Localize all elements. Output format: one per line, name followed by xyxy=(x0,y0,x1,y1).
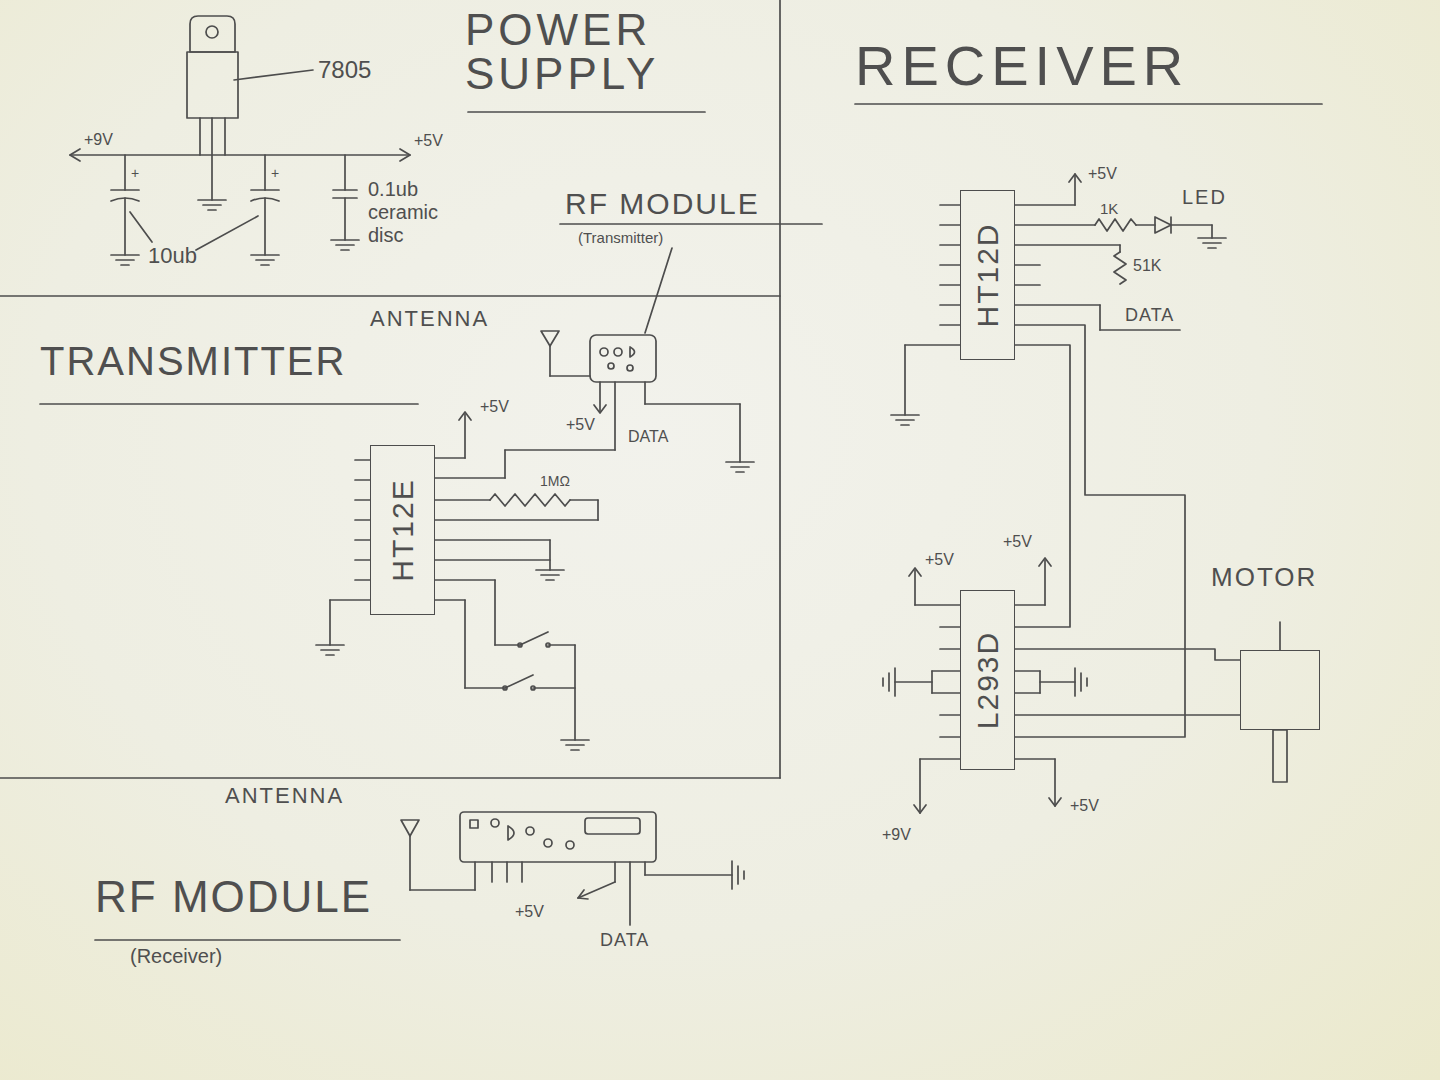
rf-transmitter-module xyxy=(541,248,754,472)
voltage-label: +5V xyxy=(480,398,509,416)
voltage-label: +5V xyxy=(566,416,595,434)
encoder-ic: HT12E xyxy=(370,445,435,615)
voltage-label: +5V xyxy=(1070,797,1099,815)
polarity-mark: + xyxy=(131,165,139,181)
switch-symbol xyxy=(505,675,533,688)
voltage-label: +9V xyxy=(84,131,113,149)
module-label: (Receiver) xyxy=(130,945,222,968)
capacitor-value: 10ub xyxy=(148,243,197,268)
decoder-wiring xyxy=(891,174,1226,425)
motor-shaft xyxy=(1273,622,1287,782)
voltage-label: +5V xyxy=(1003,533,1032,551)
resistor-value: 1MΩ xyxy=(540,473,570,489)
led-symbol xyxy=(1155,217,1171,233)
wire-connector xyxy=(1015,649,1240,660)
module-label: (Transmitter) xyxy=(578,229,663,246)
signal-label: DATA xyxy=(628,428,668,446)
underline xyxy=(468,111,705,113)
motor-box: MOTOR xyxy=(1240,650,1320,730)
underline xyxy=(95,939,400,941)
capacitor-symbol xyxy=(251,155,279,265)
section-heading: RF MODULE xyxy=(95,872,372,923)
decoder-ic: HT12D xyxy=(960,190,1015,360)
driver-wiring xyxy=(883,558,1087,813)
resistor-symbol xyxy=(490,494,570,506)
chip-label: HT12E xyxy=(385,478,420,581)
motor-driver-ic: L293D xyxy=(960,590,1015,770)
encoder-wiring xyxy=(316,412,615,750)
supply-rail xyxy=(70,149,410,161)
underline xyxy=(560,223,822,225)
voltage-label: +9V xyxy=(882,826,911,844)
capacitor-symbol xyxy=(331,155,359,250)
divider-line xyxy=(0,295,780,297)
section-heading: POWER SUPPLY xyxy=(465,8,735,96)
chip-label: L293D xyxy=(970,631,1005,729)
antenna-label: ANTENNA xyxy=(225,783,344,808)
signal-label: DATA xyxy=(600,930,649,951)
chip-label: HT12D xyxy=(970,222,1005,327)
signal-label: DATA xyxy=(1125,305,1174,326)
voltage-label: +5V xyxy=(414,132,443,150)
section-heading: TRANSMITTER xyxy=(40,338,346,384)
resistor-value: 51K xyxy=(1133,257,1161,275)
section-heading: RECEIVER xyxy=(855,34,1189,98)
part-number: 7805 xyxy=(318,56,371,84)
section-heading: RF MODULE xyxy=(565,187,760,222)
resistor-value: 1K xyxy=(1100,200,1118,217)
component-heading: MOTOR xyxy=(1211,563,1317,593)
capacitor-symbol xyxy=(111,155,139,265)
regulator-symbol xyxy=(187,16,313,210)
resistor-symbol xyxy=(1114,252,1126,284)
voltage-label: +5V xyxy=(1088,165,1117,183)
voltage-label: +5V xyxy=(515,903,544,921)
rf-receiver-module xyxy=(401,812,744,925)
polarity-mark: + xyxy=(271,165,279,181)
resistor-symbol xyxy=(1095,219,1136,231)
antenna-label: ANTENNA xyxy=(370,306,489,331)
wire-connector xyxy=(1015,714,1240,716)
divider-line xyxy=(0,777,780,779)
underline xyxy=(40,403,418,405)
wire-connector xyxy=(1015,345,1070,627)
leader-line xyxy=(130,212,152,242)
capacitor-value: 0.1ub ceramic disc xyxy=(368,178,460,247)
component-label: LED xyxy=(1182,186,1227,209)
wire-connector xyxy=(1015,325,1185,737)
switch-symbol xyxy=(520,632,548,645)
voltage-label: +5V xyxy=(925,551,954,569)
underline xyxy=(855,103,1322,105)
leader-line xyxy=(196,216,258,250)
divider-line xyxy=(779,0,781,778)
